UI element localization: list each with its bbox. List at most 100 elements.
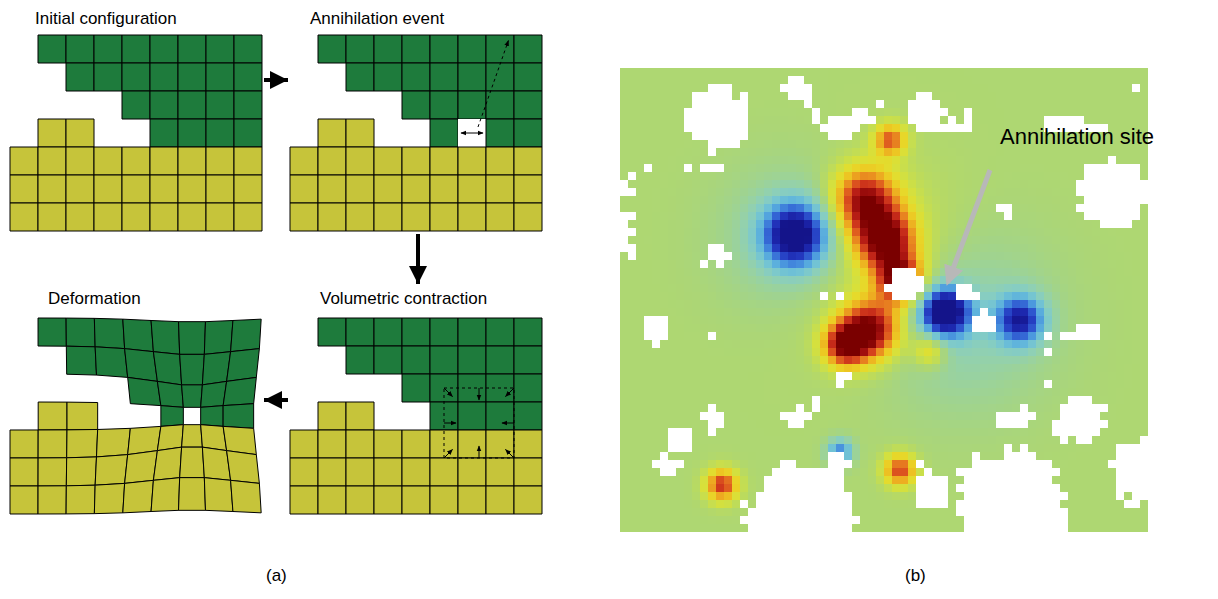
heatmap-cell (1020, 300, 1028, 308)
heatmap-cell (876, 244, 884, 252)
heatmap-cell (820, 284, 828, 292)
heatmap-cell (876, 124, 884, 132)
heatmap-cell (684, 220, 692, 228)
heatmap-cell (932, 268, 940, 276)
heatmap-cell (852, 132, 860, 140)
lattice-cell (318, 35, 346, 63)
heatmap-cell (660, 204, 668, 212)
heatmap-cell (652, 100, 660, 108)
heatmap-cell (828, 84, 836, 92)
heatmap-cell (1100, 284, 1108, 292)
heatmap-cell (772, 284, 780, 292)
heatmap-cell (884, 276, 892, 284)
heatmap-cell (732, 204, 740, 212)
heatmap-cell (812, 164, 820, 172)
heatmap-cell (1092, 284, 1100, 292)
heatmap-cell (812, 132, 820, 140)
heatmap-cell (652, 308, 660, 316)
heatmap-cell (932, 220, 940, 228)
heatmap-cell (836, 164, 844, 172)
heatmap-cell (820, 156, 828, 164)
heatmap-cell (1092, 236, 1100, 244)
heatmap-cell (628, 84, 636, 92)
heatmap-cell (748, 76, 756, 84)
heatmap-cell (684, 252, 692, 260)
heatmap-cell (900, 164, 908, 172)
heatmap-cell (972, 156, 980, 164)
heatmap-cell (884, 268, 892, 276)
heatmap-cell (652, 92, 660, 100)
lattice-cell (38, 486, 66, 514)
heatmap-cell (900, 188, 908, 196)
heatmap-cell (780, 268, 788, 276)
heatmap-cell (772, 276, 780, 284)
heatmap-cell (884, 300, 892, 308)
heatmap-cell (1092, 84, 1100, 92)
lattice-cell (150, 203, 178, 231)
heatmap-cell (948, 68, 956, 76)
heatmap-cell (868, 164, 876, 172)
lattice-cell (346, 147, 374, 175)
heatmap-cell (660, 252, 668, 260)
heatmap-cell (692, 220, 700, 228)
heatmap-cell (732, 220, 740, 228)
heatmap-cell (684, 292, 692, 300)
heatmap-cell (1116, 244, 1124, 252)
heatmap-cell (868, 188, 876, 196)
heatmap-cell (964, 276, 972, 284)
heatmap-cell (644, 292, 652, 300)
heatmap-cell (948, 180, 956, 188)
heatmap-cell (924, 188, 932, 196)
heatmap-cell (1036, 180, 1044, 188)
heatmap-cell (1068, 156, 1076, 164)
lattice-cell (346, 346, 374, 374)
heatmap-cell (988, 196, 996, 204)
lattice-cell (458, 346, 486, 374)
heatmap-cell (812, 236, 820, 244)
heatmap-cell (852, 220, 860, 228)
heatmap-cell (860, 92, 868, 100)
heatmap-cell (812, 292, 820, 300)
heatmap-cell (700, 84, 708, 92)
heatmap-cell (988, 212, 996, 220)
heatmap-cell (1004, 76, 1012, 84)
heatmap-cell (1076, 84, 1084, 92)
lattice-cell (458, 458, 486, 486)
heatmap-cell (660, 228, 668, 236)
heatmap-cell (1076, 164, 1084, 172)
heatmap-cell (1028, 244, 1036, 252)
heatmap-cell (876, 268, 884, 276)
lattice-cell (346, 119, 374, 147)
heatmap-cell (804, 228, 812, 236)
heatmap-cell (700, 172, 708, 180)
heatmap-cell (1028, 84, 1036, 92)
heatmap-cell (676, 276, 684, 284)
heatmap-cell (1028, 284, 1036, 292)
heatmap-cell (684, 228, 692, 236)
heatmap-cell (764, 132, 772, 140)
heatmap-cell (844, 204, 852, 212)
heatmap-cell (852, 156, 860, 164)
heatmap-cell (620, 100, 628, 108)
heatmap-cell (908, 204, 916, 212)
heatmap-cell (804, 124, 812, 132)
heatmap-cell (948, 284, 956, 292)
heatmap-cell (636, 252, 644, 260)
heatmap-cell (908, 220, 916, 228)
heatmap-cell (1084, 228, 1092, 236)
heatmap-cell (740, 68, 748, 76)
heatmap-cell (1084, 252, 1092, 260)
heatmap-cell (988, 124, 996, 132)
heatmap-cell (628, 68, 636, 76)
lattice-cell (486, 203, 514, 231)
heatmap-cell (692, 156, 700, 164)
heatmap-cell (1092, 76, 1100, 84)
heatmap-cell (868, 76, 876, 84)
heatmap-cell (1052, 204, 1060, 212)
heatmap-cell (964, 268, 972, 276)
heatmap-cell (1100, 116, 1108, 124)
heatmap-cell (1012, 204, 1020, 212)
heatmap-cell (1100, 244, 1108, 252)
heatmap-cell (1140, 268, 1148, 276)
heatmap-cell (772, 220, 780, 228)
